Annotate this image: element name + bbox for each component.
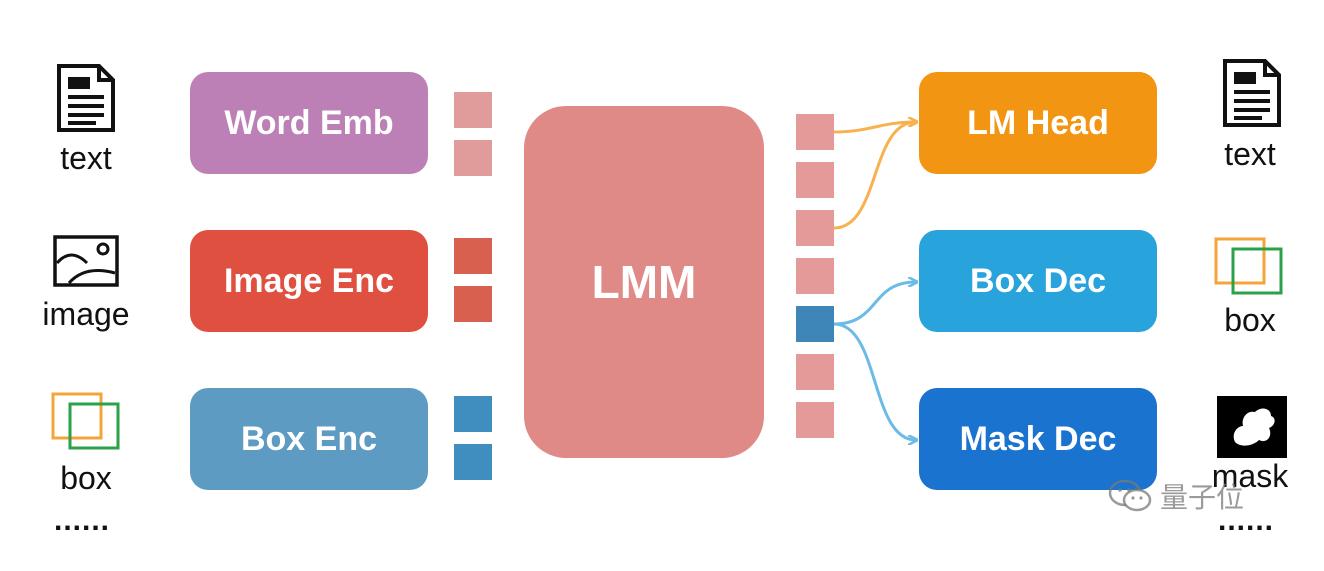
output-text-label: text: [1224, 136, 1276, 172]
output-token: [796, 402, 834, 438]
mask-dec-block: Mask Dec: [919, 388, 1157, 490]
connector-arrows: [833, 100, 930, 460]
image-token: [454, 238, 492, 274]
box-token: [454, 444, 492, 480]
input-text-label: text: [60, 140, 112, 176]
output-token-active: [796, 306, 834, 342]
lmm-block: LMM: [524, 106, 764, 458]
image-icon: [53, 235, 119, 287]
text-token: [454, 140, 492, 176]
output-mask-label: mask: [1211, 458, 1289, 494]
wechat-icon: [1108, 479, 1152, 512]
input-more-ellipsis: ......: [54, 504, 111, 537]
box-enc-block: Box Enc: [190, 388, 428, 490]
watermark: 量子位: [1108, 476, 1288, 516]
lm-head-arrow-1: [833, 122, 916, 134]
mask-icon: [1217, 396, 1287, 458]
box-token: [454, 396, 492, 432]
box-dec-arrow: [833, 282, 916, 326]
mask-dec-arrow: [833, 322, 916, 440]
document-icon: [1223, 59, 1281, 127]
text-token: [454, 92, 492, 128]
output-token: [796, 162, 834, 198]
output-box-label: box: [1224, 302, 1276, 338]
output-token: [796, 114, 834, 150]
watermark-text: 量子位: [1160, 481, 1245, 514]
document-icon: [57, 64, 115, 132]
output-token: [796, 258, 834, 294]
bounding-box-icon: [51, 392, 120, 450]
lm-head-arrow-2: [833, 122, 916, 230]
image-enc-block: Image Enc: [190, 230, 428, 332]
input-image-label: image: [42, 296, 130, 332]
lm-head-block: LM Head: [919, 72, 1157, 174]
image-token: [454, 286, 492, 322]
bounding-box-icon: [1214, 237, 1283, 295]
output-more-ellipsis: ......: [1218, 504, 1275, 537]
output-token: [796, 210, 834, 246]
output-token: [796, 354, 834, 390]
input-box-label: box: [60, 460, 112, 496]
box-dec-block: Box Dec: [919, 230, 1157, 332]
word-emb-block: Word Emb: [190, 72, 428, 174]
